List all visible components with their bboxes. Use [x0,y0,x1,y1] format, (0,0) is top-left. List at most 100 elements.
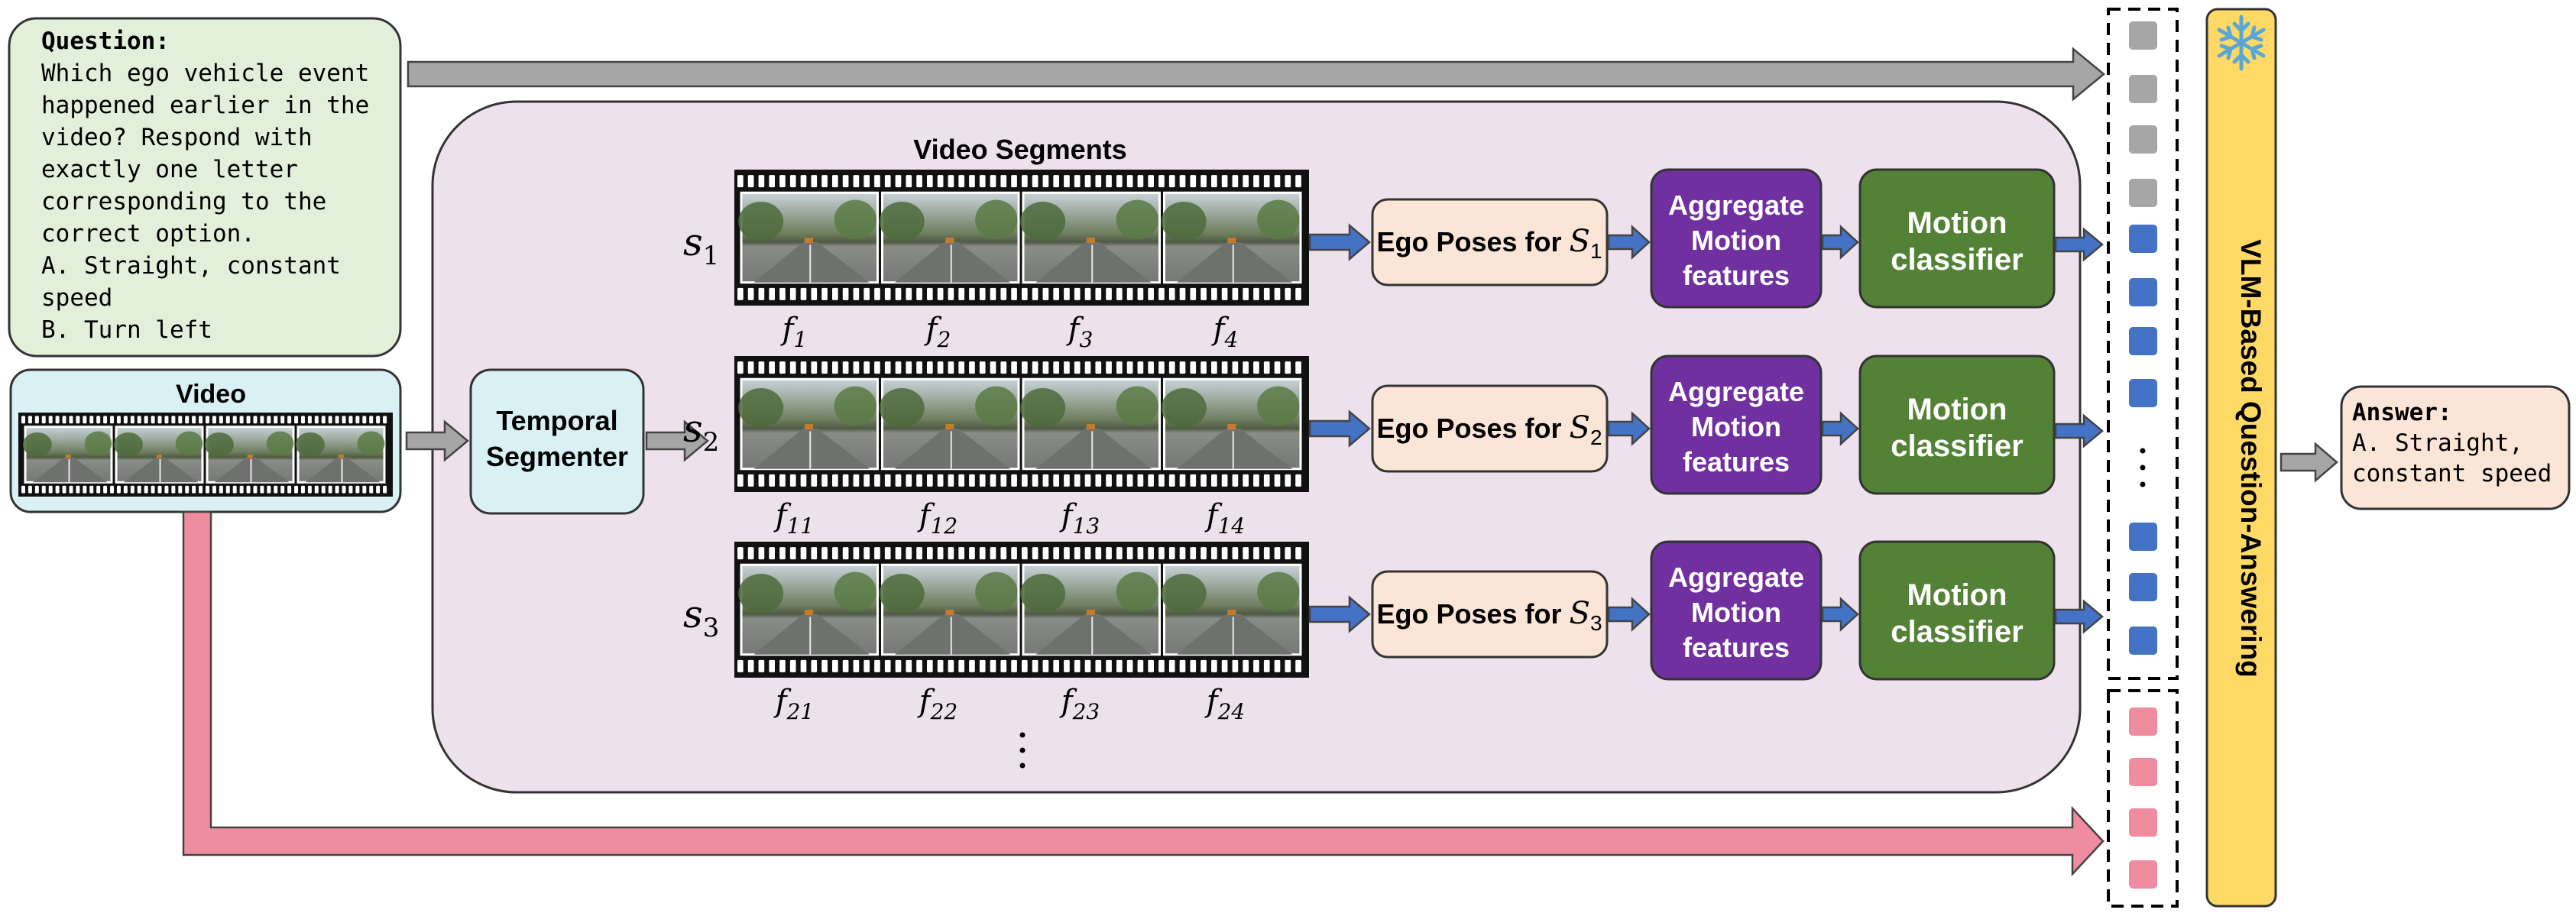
aggregate-label-line: Aggregate [1668,376,1804,407]
video-token-arrow-shape [182,510,2105,877]
classifier-label-line: Motion [1907,578,2007,612]
video-film-strip [18,413,393,497]
vlm-to-answer-arrow-shape [2280,442,2338,483]
question-box: Question: Which ego vehicle event happene… [8,17,402,358]
temporal-segmenter-label-line2: Segmenter [486,441,628,472]
aggregate-label-line: features [1683,446,1790,478]
question-line-8: speed [41,284,112,312]
question-line-2: happened earlier in the [41,92,369,119]
aggregate-label-line: features [1683,260,1790,291]
aggregate-to-classifier-arrow [1821,225,1859,260]
answer-line-1: A. Straight, [2352,429,2523,457]
question-line-5: corresponding to the [41,188,326,215]
classifier-label-line: classifier [1891,429,2023,463]
question-heading: Question: [41,28,170,55]
segment-label: s3 [683,592,719,643]
classifier-label-line: classifier [1891,615,2023,649]
token-ellipsis-dot [2140,448,2146,454]
video-to-segmenter-arrow [405,419,469,462]
token-ellipsis-dot [2140,465,2146,471]
pose-to-aggregate-arrow [1607,597,1651,632]
token-ellipsis-dot [2140,481,2146,487]
question-line-4: exactly one letter [41,156,298,183]
segment-film-strip [734,542,1309,678]
strip-to-pose-arrow [1308,410,1371,448]
video-token [2129,707,2157,736]
classifier-to-token-arrow [2054,599,2104,634]
question-line-7: A. Straight, constant [41,252,341,280]
ego-poses-box: Ego Poses for S2 [1371,384,1609,473]
motion-token [2129,327,2157,355]
aggregate-to-classifier-arrow [1821,597,1859,632]
text-token [2129,125,2157,154]
vlm-qa-label: VLM-Based Question-Answering [2235,239,2267,678]
video-token [2129,860,2157,889]
question-line-6: correct option. [41,220,255,248]
ego-poses-box: Ego Poses for S1 [1371,198,1609,287]
ego-poses-label: Ego Poses for S3 [1376,596,1602,635]
vlm-qa-bar: VLM-Based Question-Answering [2205,8,2277,908]
temporal-segmenter-box: Temporal Segmenter [469,368,645,515]
motion-token [2129,225,2157,253]
classifier-label-line: Motion [1907,206,2007,240]
aggregate-label-line: features [1683,632,1790,663]
question-line-3: video? Respond with [41,124,313,151]
video-box: Video [9,368,402,513]
vlm-to-answer-arrow [2280,442,2338,483]
question-line-1: Which ego vehicle event [41,60,369,87]
answer-heading: Answer: [2352,399,2452,426]
strip-to-pose-arrow [1308,595,1371,633]
ego-poses-label: Ego Poses for S1 [1376,224,1602,263]
token-column-video [2107,689,2179,908]
pose-to-aggregate-arrow [1607,225,1651,260]
frame-label: f12 [917,498,957,539]
classifier-to-token-arrow [2054,227,2104,262]
temporal-segmenter-label-line1: Temporal [496,405,617,436]
token-column-text-motion [2107,8,2179,680]
segmenter-to-segments-arrow-shape [645,419,709,462]
motion-token [2129,523,2157,551]
motion-token [2129,278,2157,306]
frame-label: f14 [1204,498,1245,539]
video-token [2129,758,2157,786]
segment-film-strip [734,356,1309,492]
aggregate-label-line: Motion [1691,225,1781,256]
segment-film-strip [734,170,1309,306]
text-token [2129,179,2157,207]
motion-token [2129,379,2157,407]
motion-token [2129,626,2157,655]
classifier-to-token-arrow [2054,413,2104,448]
segment-label: s1 [683,220,719,271]
aggregate-label-line: Motion [1691,411,1781,442]
answer-line-2: constant speed [2352,460,2552,487]
segment-label: s2 [683,406,719,458]
pose-to-aggregate-arrow [1607,411,1651,446]
aggregate-to-classifier-arrow [1821,411,1859,446]
motion-token [2129,573,2157,601]
question-arrow [407,47,2105,102]
question-line-9: B. Turn left [41,316,212,344]
video-token [2129,808,2157,837]
aggregate-label-line: Motion [1691,597,1781,628]
question-arrow-shape [407,47,2105,102]
strip-to-pose-arrow [1308,223,1371,261]
aggregate-label-line: Aggregate [1668,562,1804,593]
frame-label: f24 [1204,684,1245,724]
video-token-arrow [182,510,2105,877]
video-segments-title: Video Segments [913,134,1126,165]
aggregate-label-line: Aggregate [1668,189,1804,221]
more-segments-ellipsis [1019,732,1026,769]
classifier-label-line: classifier [1891,243,2023,277]
frame-label: f22 [917,684,957,724]
video-label: Video [176,380,246,409]
snowflake-icon [2217,15,2266,71]
